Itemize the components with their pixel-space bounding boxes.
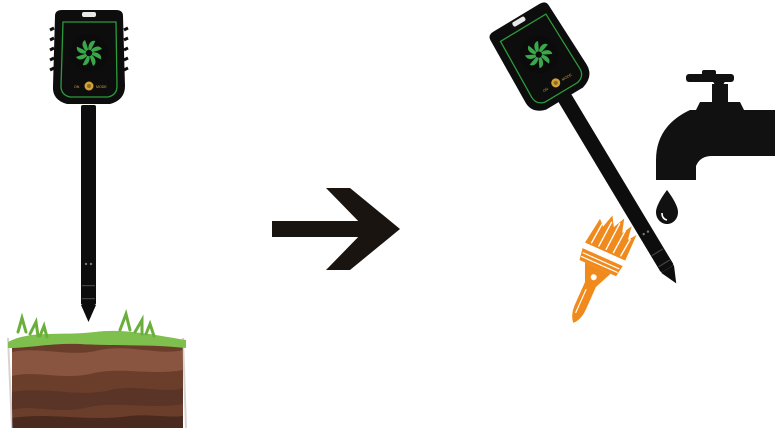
arrow-right-icon bbox=[272, 188, 400, 270]
water-tap-icon bbox=[656, 70, 775, 180]
device-mode-label: MODE bbox=[96, 85, 107, 89]
paint-brush-icon bbox=[553, 208, 640, 332]
water-drop-icon bbox=[656, 190, 678, 224]
device-on-label: ON bbox=[74, 85, 80, 89]
pinwheel-logo-icon bbox=[70, 34, 108, 72]
soil-moisture-sensor-icon: ON MODE bbox=[50, 10, 128, 322]
grass-icon bbox=[8, 314, 186, 348]
soil-icon bbox=[8, 338, 186, 428]
